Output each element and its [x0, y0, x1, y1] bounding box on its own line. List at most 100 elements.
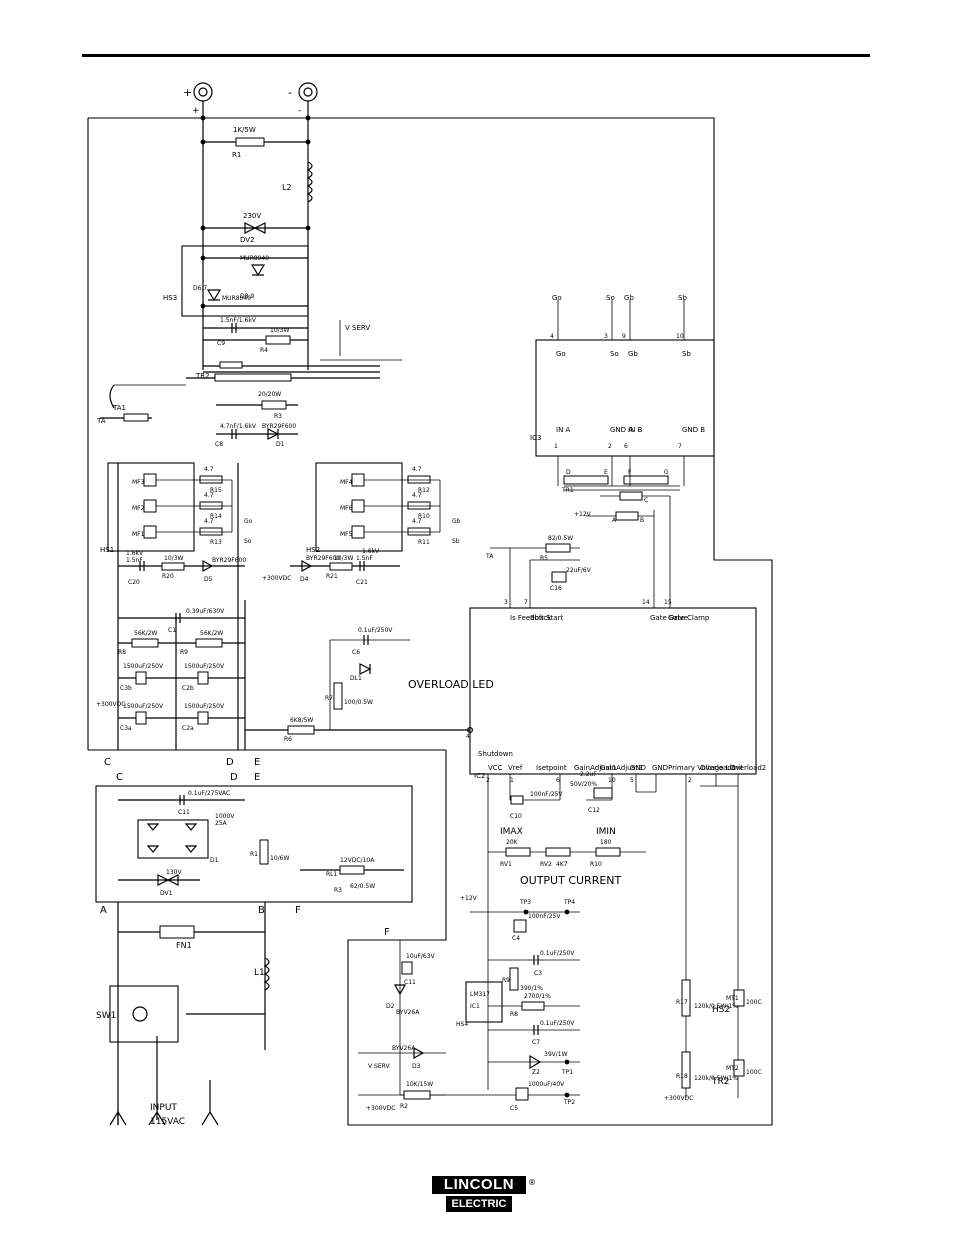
- svg-text:Gate Drive: Gate Drive: [650, 614, 688, 622]
- svg-text:390/1%: 390/1%: [520, 985, 543, 992]
- svg-text:C10: C10: [510, 813, 522, 820]
- svg-text:GND: GND: [630, 764, 646, 772]
- svg-text:D5: D5: [204, 576, 213, 583]
- svg-text:0.1uF/275VAC: 0.1uF/275VAC: [188, 790, 230, 797]
- svg-text:2700/1%: 2700/1%: [524, 993, 551, 1000]
- hs3-heatsink: [181, 245, 309, 317]
- svg-text:C16: C16: [550, 585, 562, 592]
- positive-sign: +: [183, 86, 192, 99]
- rv1-potentiometer[interactable]: [505, 847, 531, 857]
- svg-text:62/0.5W: 62/0.5W: [350, 883, 375, 890]
- svg-text:LM317: LM317: [470, 991, 490, 998]
- svg-text:R10: R10: [590, 861, 602, 868]
- tr1-gate-transformer: TR1 D E F G: [561, 469, 680, 494]
- svg-text:R4: R4: [260, 347, 268, 354]
- svg-text:BYR29F600: BYR29F600: [306, 555, 340, 562]
- svg-text:DV2: DV2: [240, 236, 255, 244]
- svg-text:180: 180: [600, 839, 612, 846]
- svg-text:C3: C3: [534, 970, 542, 977]
- svg-text:+300VDC: +300VDC: [262, 575, 291, 582]
- so-label: So: [244, 538, 252, 545]
- inductor-l1: [263, 957, 270, 991]
- svg-text:4.7: 4.7: [412, 466, 422, 473]
- svg-text:2.2uF: 2.2uF: [580, 771, 597, 778]
- svg-text:R3: R3: [334, 887, 342, 894]
- svg-text:RV2: RV2: [540, 861, 552, 868]
- svg-text:4K7: 4K7: [556, 861, 568, 868]
- svg-text:C3a: C3a: [120, 725, 132, 732]
- svg-text:10/6W: 10/6W: [270, 855, 289, 862]
- svg-text:D3: D3: [412, 1063, 421, 1070]
- svg-text:C2a: C2a: [182, 725, 194, 732]
- svg-text:100/0.5W: 100/0.5W: [344, 699, 373, 706]
- svg-text:RV1: RV1: [500, 861, 512, 868]
- svg-text:1000uF/40V: 1000uF/40V: [528, 1081, 565, 1088]
- svg-text:1.6kV: 1.6kV: [362, 548, 380, 555]
- svg-text:Vref: Vref: [508, 764, 523, 772]
- svg-text:12VDC/10A: 12VDC/10A: [340, 857, 375, 864]
- svg-text:C7: C7: [532, 1039, 540, 1046]
- svg-text:1.5nF: 1.5nF: [356, 555, 373, 562]
- svg-text:BYR29F600: BYR29F600: [212, 557, 246, 564]
- lincoln-electric-logo: LINCOLN ELECTRIC ®: [432, 1176, 536, 1216]
- svg-text:BYV26A: BYV26A: [392, 1045, 416, 1052]
- svg-text:C21: C21: [356, 579, 368, 586]
- svg-text:Gate Clamp: Gate Clamp: [668, 614, 710, 622]
- svg-text:R7: R7: [325, 695, 333, 702]
- svg-text:1.5nF: 1.5nF: [126, 557, 143, 564]
- svg-text:So: So: [610, 350, 619, 358]
- svg-text:MT1: MT1: [726, 995, 739, 1002]
- svg-text:0.1uF/250V: 0.1uF/250V: [540, 950, 575, 957]
- svg-text:Gb: Gb: [624, 294, 634, 302]
- svg-text:1: 1: [510, 777, 514, 784]
- svg-text:Sb: Sb: [678, 294, 687, 302]
- svg-text:130V: 130V: [166, 869, 182, 876]
- svg-text:MUR8040: MUR8040: [240, 255, 269, 262]
- svg-text:TP4: TP4: [563, 899, 575, 906]
- svg-text:+: +: [192, 106, 200, 116]
- svg-text:MT2: MT2: [726, 1065, 739, 1072]
- svg-text:D4: D4: [300, 576, 309, 583]
- svg-text:MF3: MF3: [132, 479, 145, 486]
- svg-text:R17: R17: [676, 999, 688, 1006]
- overload-led-label: OVERLOAD LED: [408, 678, 494, 691]
- svg-text:V SERV: V SERV: [345, 324, 370, 332]
- svg-text:GainAdjust1: GainAdjust1: [574, 764, 616, 772]
- svg-text:GainAdjust2: GainAdjust2: [600, 764, 642, 772]
- svg-text:10uF/63V: 10uF/63V: [406, 953, 436, 960]
- d8-diode: [250, 264, 266, 277]
- positive-terminal[interactable]: [193, 82, 213, 102]
- ic3-pins: IN A GND A IN B GND B 1 2 6 7 Go So Gb S…: [550, 294, 705, 486]
- svg-text:120k/0.5W/1%: 120k/0.5W/1%: [694, 1003, 738, 1010]
- r1-resistor: [235, 137, 265, 147]
- svg-text:100nF/25V: 100nF/25V: [528, 913, 561, 920]
- svg-text:C2b: C2b: [182, 685, 194, 692]
- svg-text:D: D: [226, 757, 234, 768]
- svg-text:20K: 20K: [506, 839, 519, 846]
- svg-text:6K8/5W: 6K8/5W: [290, 717, 313, 724]
- svg-text:C8: C8: [215, 441, 223, 448]
- svg-text:Isetpoint: Isetpoint: [536, 764, 567, 772]
- svg-text:R13: R13: [210, 539, 222, 546]
- logo-electric: ELECTRIC: [446, 1196, 512, 1212]
- svg-text:R18: R18: [676, 1073, 688, 1080]
- svg-text:IN A: IN A: [556, 426, 571, 434]
- svg-text:R1: R1: [250, 851, 258, 858]
- svg-text:0.1uF/250V: 0.1uF/250V: [358, 627, 393, 634]
- svg-text:C1: C1: [168, 627, 176, 634]
- negative-terminal[interactable]: [298, 82, 318, 102]
- rv2-potentiometer[interactable]: [545, 847, 571, 857]
- svg-text:So: So: [606, 294, 615, 302]
- svg-text:6: 6: [624, 443, 628, 450]
- bulk-capacitors: 1500uF/250V 1500uF/250V 1500uF/250V 1500…: [96, 663, 245, 732]
- svg-text:1000V: 1000V: [215, 813, 235, 820]
- power-switch-sw1[interactable]: [109, 985, 179, 1043]
- input-board: [95, 785, 413, 903]
- svg-text:TA1: TA1: [112, 404, 126, 412]
- svg-text:C11: C11: [404, 979, 416, 986]
- svg-text:Overload2: Overload2: [730, 764, 766, 772]
- tr2-transformer: [219, 361, 243, 369]
- svg-text:1.5nF/1.6kV: 1.5nF/1.6kV: [220, 317, 257, 324]
- svg-text:120k/0.5W/1%: 120k/0.5W/1%: [694, 1075, 738, 1082]
- logo-registered-mark: ®: [528, 1178, 536, 1187]
